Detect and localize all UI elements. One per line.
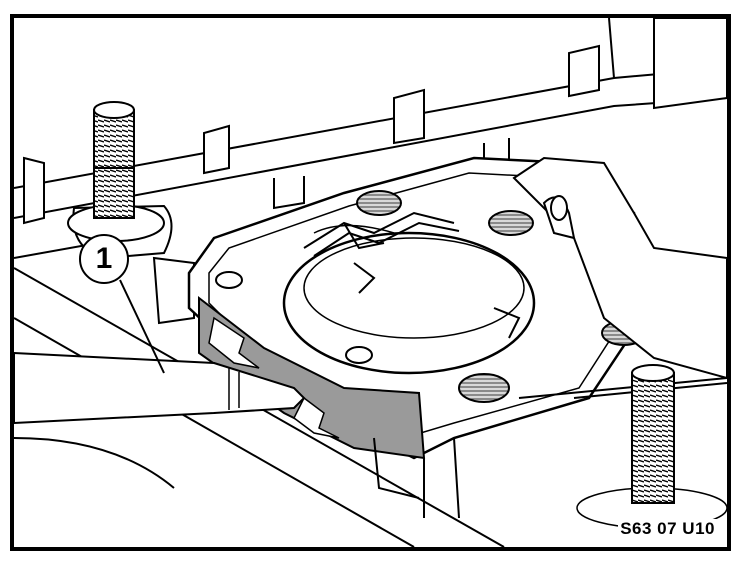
callout-number: 1 (95, 242, 113, 275)
illustration-frame: 1 S63 07 U10 (10, 14, 731, 551)
technical-illustration (14, 18, 727, 547)
callout-leader (79, 234, 165, 374)
threaded-stud-right (576, 364, 727, 529)
central-opening (282, 224, 536, 375)
plate-holes (215, 271, 373, 364)
threaded-stud-left (67, 101, 165, 242)
figure-code-label: S63 07 U10 (618, 519, 717, 539)
screwdriver-tool (14, 351, 306, 425)
spring-clip (303, 211, 460, 257)
right-bracket (512, 156, 727, 380)
housing-ribs (203, 18, 727, 210)
